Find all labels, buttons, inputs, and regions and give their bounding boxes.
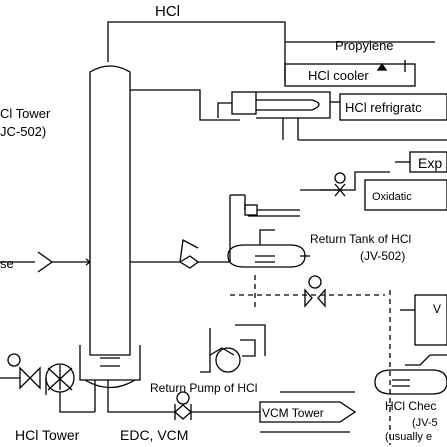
column-bottom (59, 345, 141, 390)
v-label: V (433, 302, 441, 316)
feed-se-label: se (0, 256, 14, 271)
hcl-tower-label-line2: JC-502) (0, 124, 46, 139)
return-tank-label-line1: Return Tank of HCl (310, 232, 411, 246)
level-valve (304, 275, 326, 308)
level-dashed-line (230, 275, 391, 445)
vcm-tower-label: VCM Tower (262, 406, 324, 420)
return-pump-label: Return Pump of HCl (150, 381, 257, 395)
hcl-cooler (284, 41, 435, 87)
reboiler-pump (0, 353, 75, 395)
heat-exchanger (217, 91, 331, 119)
propylene-label: Propylene (335, 38, 394, 53)
hcl-top-label: HCl (155, 3, 180, 20)
hcl-tower-bottom-label: HCl Tower (15, 427, 80, 443)
return-tank (227, 229, 310, 268)
oxidation-label: Oxidatic (372, 191, 412, 203)
bottom-lines (59, 380, 260, 420)
hcl-tower-column (89, 21, 286, 356)
return-line-box (244, 204, 300, 216)
column-overhead-line (130, 89, 240, 121)
usually-label: (usually e (385, 431, 432, 443)
hcl-check-tank (374, 354, 447, 395)
hcl-refrigerator-label: HCl refrigratc (345, 100, 422, 115)
hcl-check-label-line1: HCl Chec (385, 399, 436, 413)
vcm-tower-arrow (259, 391, 357, 433)
hcl-cooler-label: HCl cooler (308, 68, 369, 83)
feed-line (0, 251, 92, 273)
hcl-refrigerator (282, 93, 447, 141)
return-tank-label-line2: (JV-502) (360, 249, 405, 263)
v-box (400, 294, 447, 346)
edc-vcm-label: EDC, VCM (120, 427, 188, 443)
hcl-check-label-line2: (JV-5 (412, 417, 438, 429)
hcl-tower-label-line1: Cl Tower (0, 106, 51, 121)
exp-oxidation (248, 151, 447, 217)
exp-label: Exp (418, 155, 442, 171)
return-pump (200, 324, 266, 373)
